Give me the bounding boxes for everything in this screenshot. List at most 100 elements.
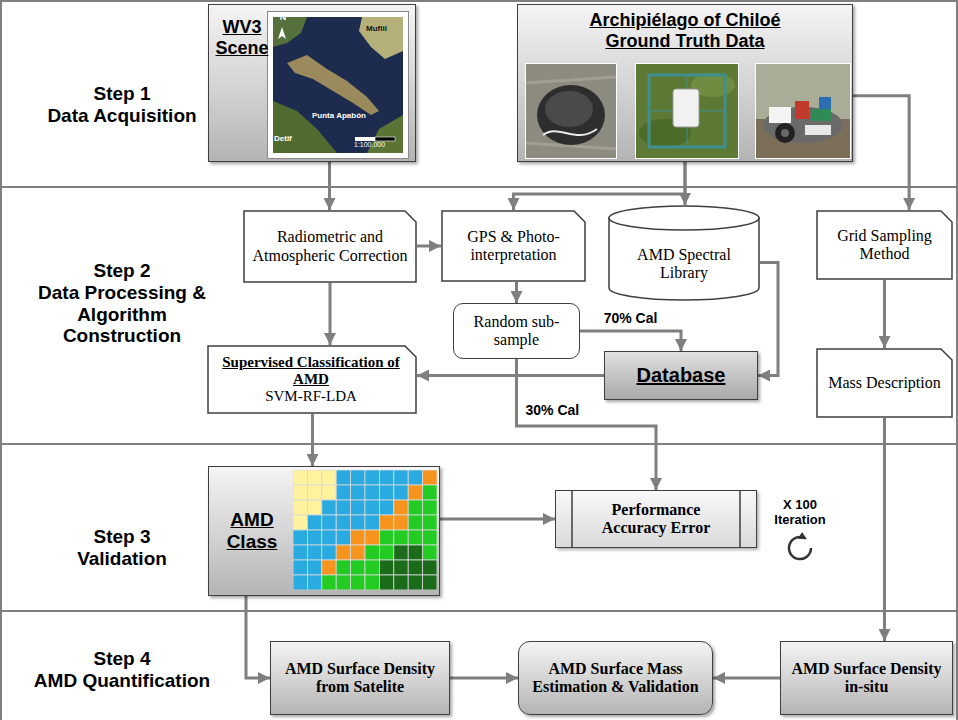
step-label: Validation	[22, 548, 222, 570]
connector-arrow	[417, 245, 441, 248]
process-box: Mass Description	[816, 348, 953, 418]
card-outline	[817, 349, 952, 417]
grid-cell	[423, 545, 437, 560]
grid-cell	[322, 560, 336, 575]
connector-arrow	[853, 96, 909, 210]
grid-cell	[394, 470, 408, 485]
grid-cell	[293, 515, 307, 530]
predefined-process-box: Performance Accuracy Error	[555, 490, 757, 548]
photo-quadrat-grid	[649, 75, 725, 147]
box-text: Supervised Classification of AMD	[215, 354, 407, 389]
photo-debris	[795, 101, 809, 119]
grid-cell	[408, 575, 422, 590]
step-label: Data Processing & Algorithm Construction	[22, 282, 222, 348]
step-label: AMD Quantification	[22, 670, 222, 692]
map-land	[367, 115, 403, 153]
card-outline	[442, 211, 585, 281]
grid-cell	[408, 500, 422, 515]
photo-quadrat	[635, 63, 739, 159]
grid-cell	[394, 500, 408, 515]
cylinder-top	[609, 206, 759, 230]
grid-cell	[423, 515, 437, 530]
scale-bar	[375, 137, 395, 141]
step-label: Step 3	[22, 526, 222, 548]
grid-cell	[307, 500, 321, 515]
edge-label: 70% Cal	[602, 310, 660, 326]
grid-cell	[336, 575, 350, 590]
photo-grass	[635, 63, 739, 159]
grid-cell	[322, 470, 336, 485]
process-box: Radiometric and Atmospheric Correction	[243, 210, 417, 283]
grid-cell	[322, 545, 336, 560]
box-text: Grid Sampling Method	[824, 227, 945, 264]
photo-rope	[543, 129, 597, 135]
step-label: Step 2	[22, 260, 222, 282]
result-panel: AMD Class	[208, 466, 440, 596]
grid-cell	[293, 470, 307, 485]
box-text: AMD Surface Density from Satelite	[279, 660, 441, 697]
box-text: Performance Accuracy Error	[582, 501, 730, 538]
grid-cell	[336, 485, 350, 500]
grid-cell	[351, 530, 365, 545]
ground-truth-panel: Archipiélago of Chiloé Ground Truth Data	[517, 4, 853, 162]
grid-cell	[293, 530, 307, 545]
grid-cell	[351, 575, 365, 590]
connector-arrow	[515, 282, 518, 303]
photo-texture	[525, 77, 617, 149]
grid-cell	[351, 545, 365, 560]
box-text: Random sub-sample	[462, 313, 571, 350]
card-outline	[208, 346, 416, 413]
grid-cell	[336, 530, 350, 545]
connector-arrow	[684, 162, 687, 205]
connector-arrow	[883, 418, 886, 641]
photo-tire	[781, 129, 789, 137]
grid-cell	[394, 530, 408, 545]
photo-debris-tire	[525, 63, 617, 159]
connector-arrow	[580, 331, 681, 351]
grid-cell	[408, 560, 422, 575]
grid-cell	[351, 560, 365, 575]
grid-cell	[423, 560, 437, 575]
grid-cell	[307, 560, 321, 575]
scale-bar	[355, 137, 375, 141]
photo-debris	[805, 125, 831, 135]
connector-arrow	[417, 374, 604, 377]
step-band: Step 4AMD QuantificationAMD Surface Dens…	[0, 610, 958, 720]
grid-cell	[379, 545, 393, 560]
grid-cell	[365, 575, 379, 590]
side-bars	[572, 491, 740, 547]
photo-object	[545, 91, 593, 127]
grid-cell	[365, 560, 379, 575]
photo-object	[673, 89, 699, 127]
database-box: Database	[604, 351, 758, 400]
box-text: AMD Spectral Library	[616, 246, 752, 283]
terminal-box: AMD Surface Mass Estimation & Validation	[518, 641, 713, 715]
grid-cell	[365, 545, 379, 560]
photo-ground	[525, 63, 617, 159]
panel-title: WV3 Scene	[213, 17, 271, 58]
process-box: GPS & Photo-interpretation	[441, 210, 586, 282]
step-label: Step 1	[22, 83, 222, 105]
grid-cell	[293, 485, 307, 500]
edge-label: 30% Cal	[524, 402, 582, 418]
iteration-icon	[789, 537, 811, 559]
photo-quadrat-frame	[649, 75, 725, 147]
grid-cell	[336, 470, 350, 485]
process-box: AMD Surface Density in-situ	[780, 641, 953, 715]
connector-arrow	[246, 596, 270, 678]
grid-cell	[394, 485, 408, 500]
connector-arrow	[758, 263, 778, 376]
grid-cell	[394, 575, 408, 590]
panel-title: Archipiélago of Chiloé Ground Truth Data	[565, 10, 805, 51]
connector-arrow	[440, 518, 555, 521]
box-text: AMD Surface Mass Estimation & Validation	[527, 660, 704, 697]
grid-cell	[307, 485, 321, 500]
grid-cell	[408, 530, 422, 545]
box-text: Mass Description	[828, 374, 940, 392]
grid-cell	[293, 500, 307, 515]
terminal-box: Random sub-sample	[453, 303, 580, 359]
panel-title: AMD Class	[213, 509, 291, 553]
box-text: Database	[637, 364, 726, 387]
process-box: Grid Sampling Method	[816, 210, 953, 280]
